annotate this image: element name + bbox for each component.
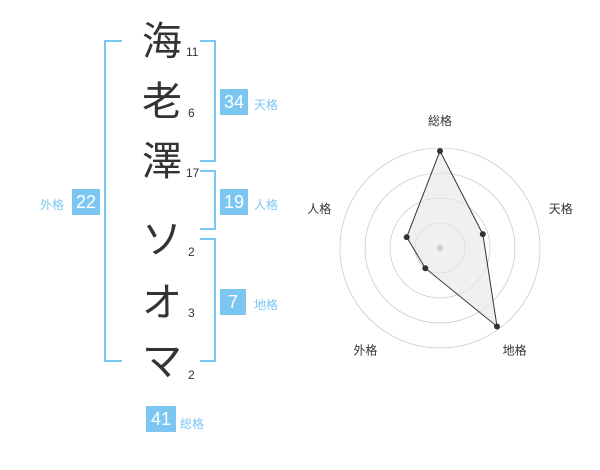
tenkaku-score: 34 — [220, 89, 248, 115]
radar-point — [437, 148, 443, 154]
given-strokes-2: 3 — [188, 306, 195, 320]
chikaku-label: 地格 — [254, 298, 279, 312]
jinkaku-score: 19 — [220, 189, 248, 215]
surname-strokes-1: 11 — [186, 45, 199, 59]
radar-axis-label: 地格 — [503, 343, 527, 358]
radar-axis-label: 総格 — [428, 113, 452, 128]
tenkaku-bracket — [200, 40, 216, 162]
surname-char-3: 澤 — [142, 139, 182, 185]
surname-strokes-3: 17 — [186, 166, 200, 180]
radar-point — [479, 231, 486, 238]
surname-char-1: 海 — [142, 19, 182, 65]
jinkaku-bracket — [200, 170, 216, 230]
radar-point — [494, 323, 501, 330]
chikaku-bracket — [200, 238, 216, 362]
radar-point — [422, 265, 429, 272]
soukaku-label: 総格 — [180, 417, 205, 431]
jinkaku-label: 人格 — [254, 198, 279, 212]
surname-char-2: 老 — [142, 79, 182, 125]
given-char-2: オ — [142, 280, 182, 326]
soukaku-score: 41 — [146, 406, 176, 432]
gaikaku-bracket — [104, 40, 122, 362]
given-strokes-1: 2 — [188, 245, 195, 259]
radar-point — [403, 234, 410, 241]
radar-center-dot — [437, 245, 443, 251]
chikaku-score: 7 — [220, 289, 246, 315]
surname-strokes-2: 6 — [188, 106, 195, 120]
given-char-3: マ — [142, 339, 182, 385]
radar-axis-label: 外格 — [353, 343, 377, 358]
radar-polygon — [406, 149, 498, 328]
gaikaku-label: 外格 — [40, 198, 65, 212]
given-strokes-3: 2 — [188, 368, 195, 382]
given-char-1: ソ — [142, 217, 182, 263]
tenkaku-label: 天格 — [254, 98, 279, 112]
radar-axis-label: 天格 — [549, 201, 573, 216]
radar-axis-label: 人格 — [307, 201, 331, 216]
gaikaku-score: 22 — [72, 189, 100, 215]
